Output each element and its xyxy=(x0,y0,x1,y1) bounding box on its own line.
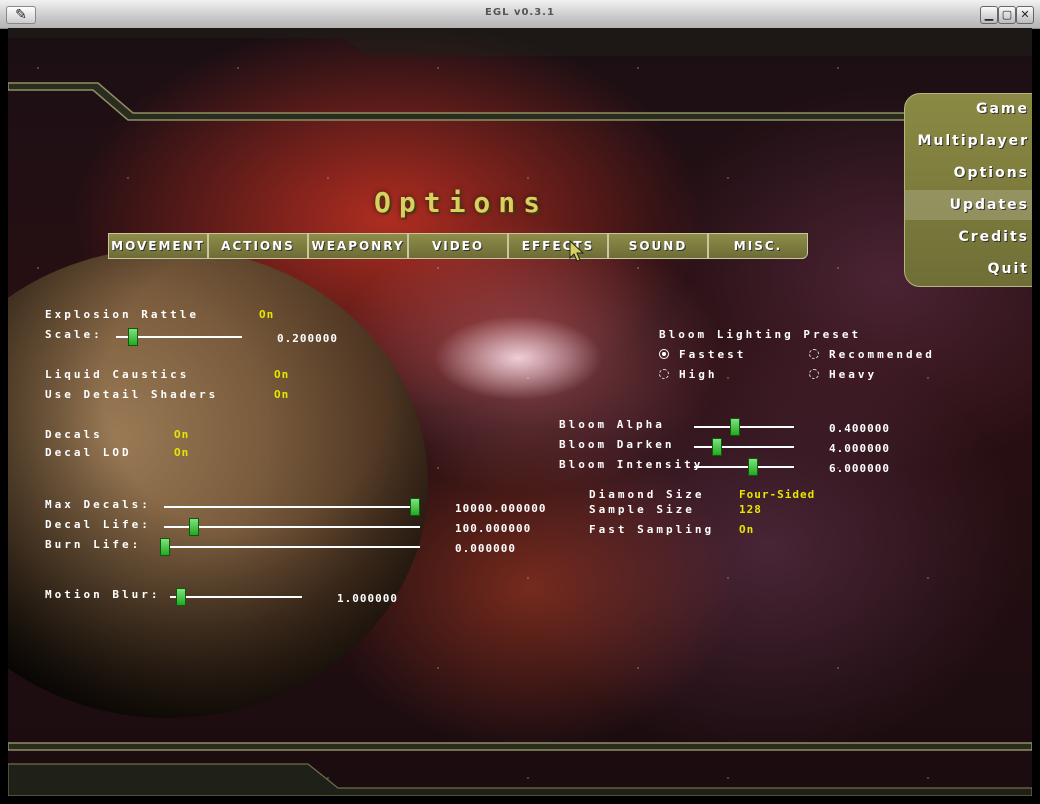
slider-thumb[interactable] xyxy=(410,498,420,516)
tab-effects[interactable]: EFFECTS xyxy=(508,233,608,259)
slider-thumb[interactable] xyxy=(189,518,199,536)
bloom-preset-recommended-radio[interactable] xyxy=(809,349,819,359)
max-decals-slider[interactable] xyxy=(164,498,420,516)
motion-blur-label: Motion Blur: xyxy=(45,588,161,601)
scale-value: 0.200000 xyxy=(277,332,338,345)
use-detail-shaders-label: Use Detail Shaders xyxy=(45,388,219,401)
liquid-caustics-toggle[interactable]: On xyxy=(274,368,290,381)
explosion-rattle-toggle[interactable]: On xyxy=(259,308,275,321)
tab-sound[interactable]: SOUND xyxy=(608,233,708,259)
minimize-icon[interactable]: ▁ xyxy=(980,6,998,24)
bloom-preset-label: Bloom Lighting Preset xyxy=(659,328,862,341)
decals-label: Decals xyxy=(45,428,103,441)
fast-sampling-toggle[interactable]: On xyxy=(739,523,755,536)
slider-track xyxy=(160,546,420,548)
bloom-alpha-slider[interactable] xyxy=(694,418,794,436)
title-bar[interactable]: ✎ EGL v0.3.1 ▁ ▢ ✕ xyxy=(0,0,1040,29)
tab-video[interactable]: VIDEO xyxy=(408,233,508,259)
tab-misc[interactable]: MISC. xyxy=(708,233,808,259)
bloom-preset-high-label[interactable]: High xyxy=(679,368,718,381)
sample-size-label: Sample Size xyxy=(589,503,695,516)
bloom-darken-slider[interactable] xyxy=(694,438,794,456)
bloom-preset-high-radio[interactable] xyxy=(659,369,669,379)
bloom-alpha-label: Bloom Alpha xyxy=(559,418,665,431)
burn-life-label: Burn Life: xyxy=(45,538,142,551)
decal-lod-toggle[interactable]: On xyxy=(174,446,190,459)
decal-life-label: Decal Life: xyxy=(45,518,151,531)
slider-thumb[interactable] xyxy=(748,458,758,476)
bloom-preset-fastest-label[interactable]: Fastest xyxy=(679,348,747,361)
bloom-darken-label: Bloom Darken xyxy=(559,438,675,451)
use-detail-shaders-toggle[interactable]: On xyxy=(274,388,290,401)
bloom-preset-fastest-radio[interactable] xyxy=(659,349,669,359)
slider-track xyxy=(164,526,420,528)
decal-life-value: 100.000000 xyxy=(455,522,532,535)
menu-item-credits[interactable]: Credits xyxy=(958,229,1029,245)
game-scene: Options MOVEMENT ACTIONS WEAPONRY VIDEO … xyxy=(8,28,1032,796)
menu-item-quit[interactable]: Quit xyxy=(987,261,1029,277)
bloom-alpha-value: 0.400000 xyxy=(829,422,890,435)
diamond-size-value[interactable]: Four-Sided xyxy=(739,488,816,501)
menu-item-game[interactable]: Game xyxy=(975,101,1029,117)
close-icon[interactable]: ✕ xyxy=(1016,6,1034,24)
slider-track xyxy=(164,506,420,508)
explosion-rattle-label: Explosion Rattle xyxy=(45,308,199,321)
slider-thumb[interactable] xyxy=(712,438,722,456)
max-decals-value: 10000.000000 xyxy=(455,502,547,515)
burn-life-slider[interactable] xyxy=(160,538,420,556)
planet-graphic xyxy=(8,248,428,718)
menu-item-options[interactable]: Options xyxy=(953,165,1029,181)
decal-life-slider[interactable] xyxy=(164,518,420,536)
scale-label: Scale: xyxy=(45,328,103,341)
liquid-caustics-label: Liquid Caustics xyxy=(45,368,190,381)
slider-track xyxy=(694,426,794,428)
main-menu: Game Multiplayer Options Updates Credits… xyxy=(904,93,1032,287)
slider-thumb[interactable] xyxy=(176,588,186,606)
mouse-cursor-icon xyxy=(569,240,585,262)
bloom-intensity-label: Bloom Intensity xyxy=(559,458,704,471)
top-frame-decoration xyxy=(8,28,1032,121)
menu-item-updates[interactable]: Updates xyxy=(905,190,1032,220)
decals-toggle[interactable]: On xyxy=(174,428,190,441)
decal-lod-label: Decal LOD xyxy=(45,446,132,459)
scale-slider[interactable] xyxy=(116,328,242,346)
page-title: Options xyxy=(374,186,549,219)
diamond-size-label: Diamond Size xyxy=(589,488,705,501)
window-menu-icon[interactable]: ✎ xyxy=(6,6,36,24)
slider-track xyxy=(116,336,242,338)
slider-track xyxy=(170,596,302,598)
slider-track xyxy=(694,446,794,448)
options-tabs: MOVEMENT ACTIONS WEAPONRY VIDEO EFFECTS … xyxy=(108,233,808,259)
tab-weaponry[interactable]: WEAPONRY xyxy=(308,233,408,259)
menu-item-multiplayer[interactable]: Multiplayer xyxy=(917,133,1029,149)
bloom-darken-value: 4.000000 xyxy=(829,442,890,455)
max-decals-label: Max Decals: xyxy=(45,498,151,511)
bloom-preset-heavy-label[interactable]: Heavy xyxy=(829,368,878,381)
maximize-icon[interactable]: ▢ xyxy=(998,6,1016,24)
slider-thumb[interactable] xyxy=(730,418,740,436)
slider-track xyxy=(694,466,794,468)
sample-size-value[interactable]: 128 xyxy=(739,503,762,516)
tab-movement[interactable]: MOVEMENT xyxy=(108,233,208,259)
bloom-preset-recommended-label[interactable]: Recommended xyxy=(829,348,935,361)
fast-sampling-label: Fast Sampling xyxy=(589,523,715,536)
tab-actions[interactable]: ACTIONS xyxy=(208,233,308,259)
bloom-preset-heavy-radio[interactable] xyxy=(809,369,819,379)
window-title: EGL v0.3.1 xyxy=(485,7,555,18)
bloom-intensity-value: 6.000000 xyxy=(829,462,890,475)
bloom-intensity-slider[interactable] xyxy=(694,458,794,476)
burn-life-value: 0.000000 xyxy=(455,542,516,555)
motion-blur-slider[interactable] xyxy=(170,588,302,606)
bottom-frame-decoration xyxy=(8,742,1032,796)
slider-thumb[interactable] xyxy=(160,538,170,556)
slider-thumb[interactable] xyxy=(128,328,138,346)
motion-blur-value: 1.000000 xyxy=(337,592,398,605)
